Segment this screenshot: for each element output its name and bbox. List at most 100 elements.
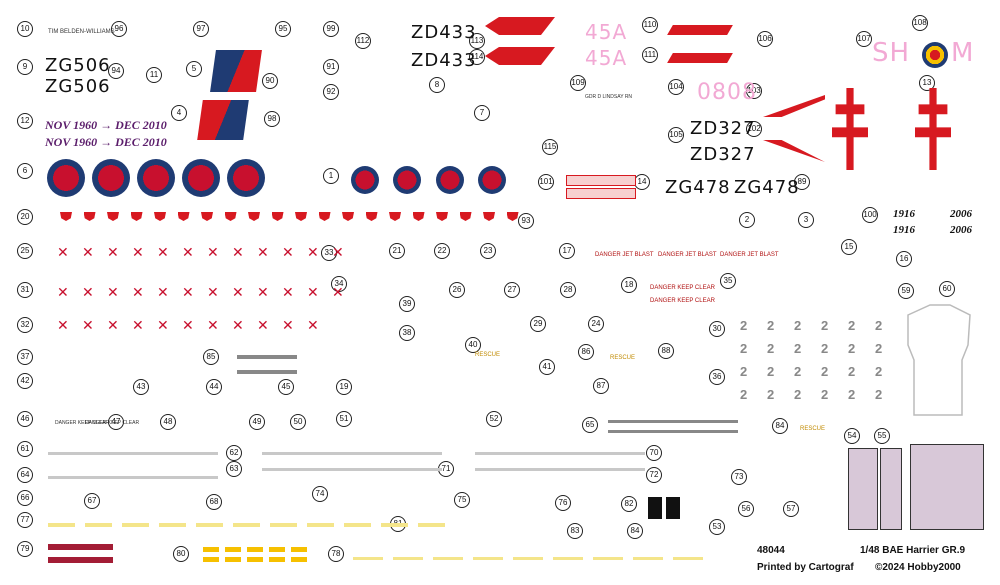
chevron-lower [763, 140, 825, 162]
yellow-walkway-segment [291, 557, 307, 562]
cream-walkway-segment [473, 557, 503, 560]
yellow-walkway-segment [269, 547, 285, 552]
decal-number-108: 108 [912, 15, 928, 31]
decal-number-96: 96 [111, 21, 127, 37]
decal-number-36: 36 [709, 369, 725, 385]
cross-mark-icon: ✕ [207, 317, 219, 333]
cross-mark-icon: ✕ [157, 317, 169, 333]
red-badge [436, 212, 448, 221]
yellow-walkway-segment [269, 557, 285, 562]
decal-number-43: 43 [133, 379, 149, 395]
grey-walkway-line [475, 468, 645, 471]
digit-2-decal: 2 [740, 341, 748, 356]
crew-name-decal: GDR D LINDSAY RN [585, 94, 633, 100]
decal-number-8: 8 [429, 77, 445, 93]
decal-number-62: 62 [226, 445, 242, 461]
digit-2-decal: 2 [821, 341, 829, 356]
decal-number-9: 9 [17, 59, 33, 75]
serial-zd327-a: ZD327 [690, 118, 756, 139]
cross-mark-icon: ✕ [57, 317, 69, 333]
decal-number-84: 84 [627, 523, 643, 539]
cross-mark-icon: ✕ [332, 284, 344, 300]
serial-zg506-b: ZG506 [45, 76, 111, 97]
decal-number-73: 73 [731, 469, 747, 485]
digit-2-decal: 2 [767, 318, 775, 333]
decal-number-12: 12 [17, 113, 33, 129]
roundel-small-3 [436, 166, 464, 194]
digit-2-decal: 2 [794, 387, 802, 402]
red-badge [130, 212, 143, 221]
dark-walkway-line [608, 420, 738, 423]
digit-2-decal: 2 [767, 364, 775, 379]
decal-number-94: 94 [108, 63, 124, 79]
red-panel-a [566, 175, 636, 186]
digit-2-decal: 2 [794, 341, 802, 356]
decal-number-54: 54 [844, 428, 860, 444]
digit-2-decal: 2 [767, 387, 775, 402]
decal-number-59: 59 [898, 283, 914, 299]
jet-blast-stencil-b: DANGER JET BLAST [658, 252, 717, 258]
kit-number: 48044 [757, 545, 785, 556]
digit-2-decal: 2 [794, 318, 802, 333]
decal-number-11: 11 [146, 67, 162, 83]
cross-mark-icon: ✕ [132, 317, 144, 333]
decal-number-34: 34 [331, 276, 347, 292]
decal-number-19: 19 [336, 379, 352, 395]
serial-zd433-b: ZD433 [411, 50, 477, 71]
fin-flash-lower [197, 100, 249, 140]
decal-number-100: 100 [862, 207, 878, 223]
digit-2-decal: 2 [767, 341, 775, 356]
decal-number-52: 52 [486, 411, 502, 427]
roundel-large-3 [137, 159, 175, 197]
decal-number-93: 93 [518, 213, 534, 229]
cross-of-lorraine-a [832, 88, 868, 170]
red-badge [271, 212, 284, 221]
digit-2-decal: 2 [848, 364, 856, 379]
year-1916-a: 1916 [893, 208, 915, 220]
cream-walkway-segment [553, 557, 583, 560]
decal-number-92: 92 [323, 84, 339, 100]
decal-number-83: 83 [567, 523, 583, 539]
decal-number-6: 6 [17, 163, 33, 179]
digit-2-decal: 2 [740, 387, 748, 402]
decal-number-60: 60 [939, 281, 955, 297]
decal-number-20: 20 [17, 209, 33, 225]
copyright: ©2024 Hobby2000 [875, 562, 961, 573]
red-badge [224, 212, 237, 221]
decal-number-104: 104 [668, 79, 684, 95]
cream-walkway-segment [307, 523, 334, 527]
digit-2-decal: 2 [875, 364, 883, 379]
red-badge [107, 212, 119, 221]
cream-walkway-segment [513, 557, 543, 560]
yellow-walkway-segment [247, 557, 263, 562]
digit-2-decal: 2 [821, 318, 829, 333]
keep-clear-stencil-b: DANGER KEEP CLEAR [650, 298, 715, 304]
cream-walkway-segment [633, 557, 663, 560]
decal-number-37: 37 [17, 349, 33, 365]
code-45a-a: 45A [585, 20, 628, 44]
dark-walkway-line [237, 370, 297, 374]
decal-number-57: 57 [783, 501, 799, 517]
digit-2-decal: 2 [875, 318, 883, 333]
roundel-large-5 [227, 159, 265, 197]
decal-number-42: 42 [17, 373, 33, 389]
decal-number-2: 2 [739, 212, 755, 228]
decal-number-64: 64 [17, 467, 33, 483]
decal-number-53: 53 [709, 519, 725, 535]
cream-walkway-segment [344, 523, 371, 527]
jet-blast-stencil-a: DANGER JET BLAST [595, 252, 654, 258]
cross-mark-icon: ✕ [132, 244, 144, 260]
decal-number-41: 41 [539, 359, 555, 375]
decal-number-3: 3 [798, 212, 814, 228]
decal-number-7: 7 [474, 105, 490, 121]
red-badge [177, 212, 190, 221]
decal-number-89: 89 [794, 174, 810, 190]
decal-number-61: 61 [17, 441, 33, 457]
decal-number-40: 40 [465, 337, 481, 353]
decal-number-47: 47 [108, 414, 124, 430]
red-badge [506, 212, 519, 221]
keep-clear-stencil-grey-a: DANGER KEEP CLEAR [55, 420, 110, 426]
grey-walkway-line [262, 452, 442, 455]
decal-number-86: 86 [578, 344, 594, 360]
cross-mark-icon: ✕ [332, 244, 344, 260]
